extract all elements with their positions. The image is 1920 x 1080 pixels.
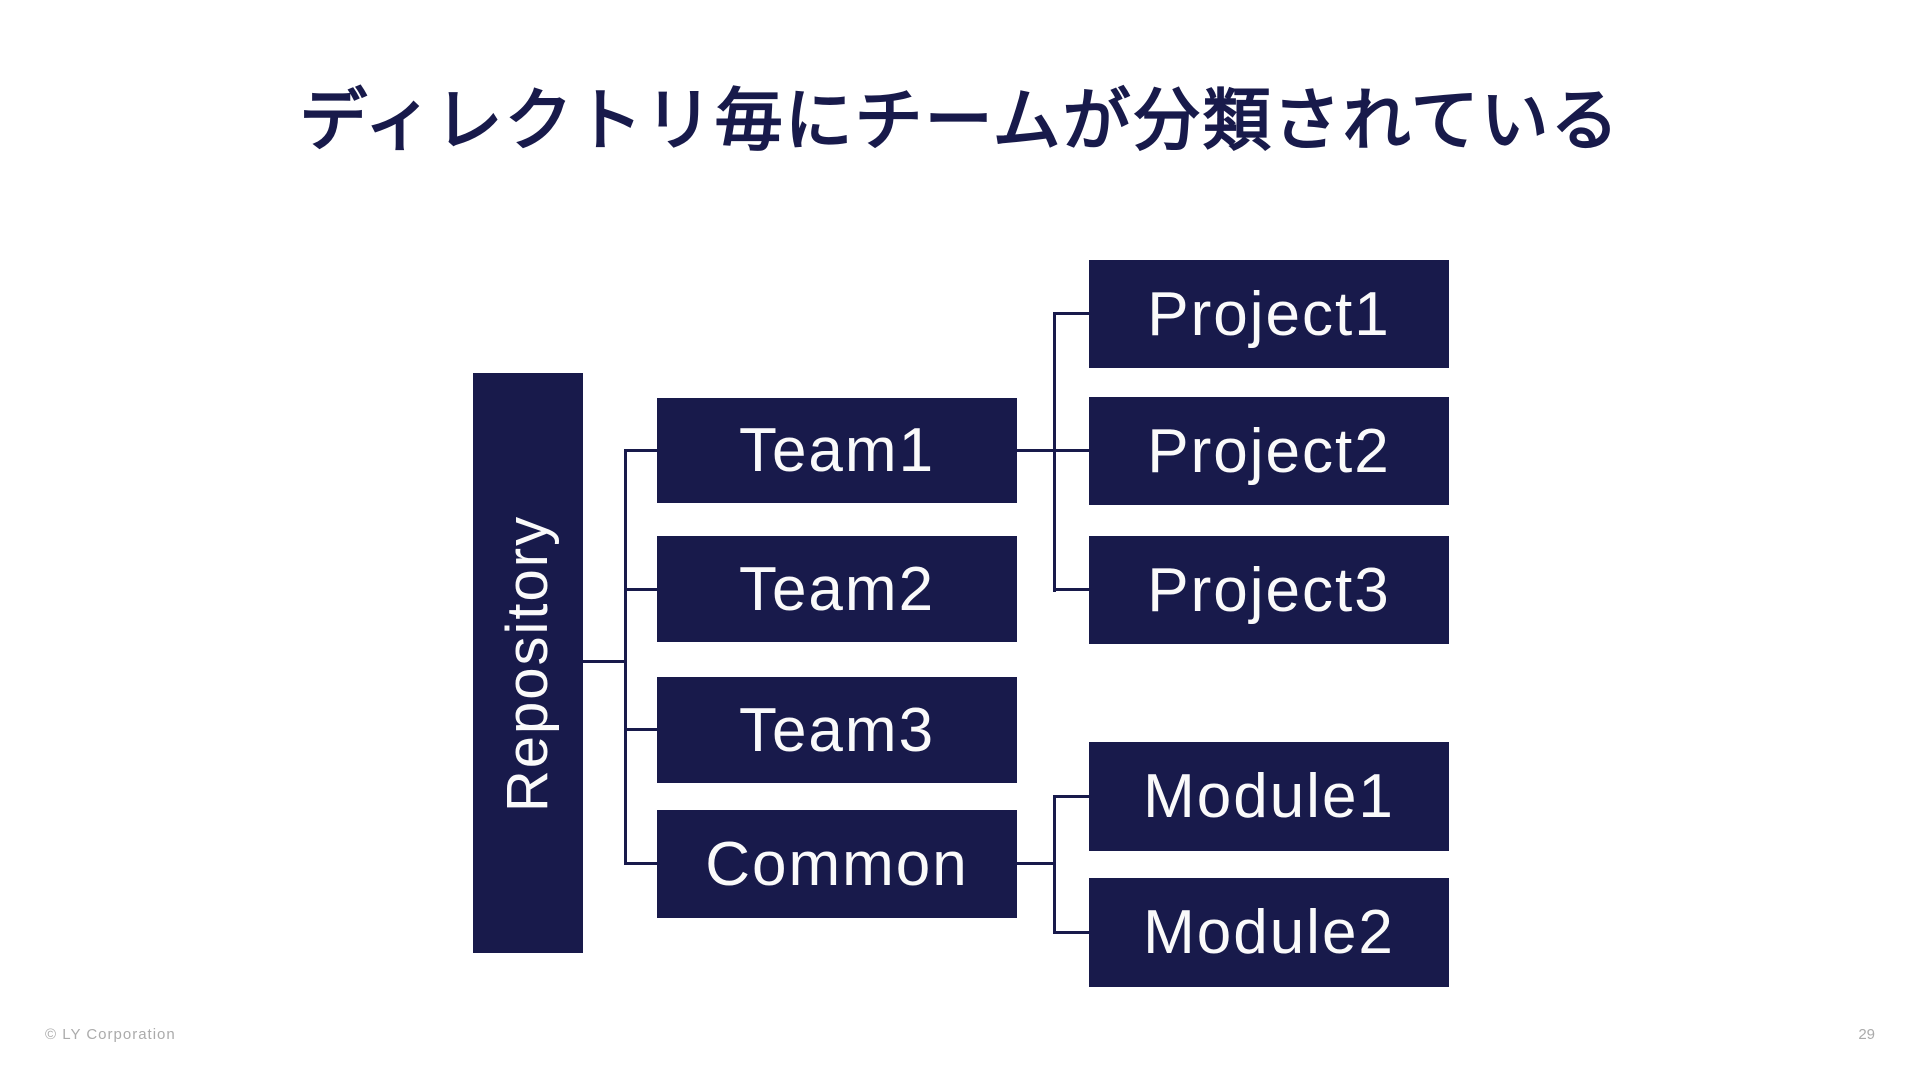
- node-team2-label: Team2: [738, 554, 936, 624]
- node-project1: Project1: [1089, 260, 1449, 368]
- connector-team2-stub: [624, 588, 657, 591]
- slide-title: ディレクトリ毎にチームが分類されている: [299, 83, 1621, 159]
- connector-common-out-stub: [1017, 862, 1053, 865]
- node-repository-label: Repository: [495, 514, 561, 812]
- node-team3: Team3: [657, 677, 1017, 783]
- node-team3-label: Team3: [738, 695, 936, 765]
- node-project3: Project3: [1089, 536, 1449, 644]
- node-project1-label: Project1: [1147, 279, 1391, 349]
- connector-common-stub: [624, 862, 657, 865]
- connector-project1-stub: [1053, 312, 1089, 315]
- node-module2: Module2: [1089, 878, 1449, 987]
- connector-team1-stub: [624, 449, 657, 452]
- connector-modules-trunk: [1053, 795, 1056, 934]
- connector-module1-stub: [1053, 795, 1089, 798]
- footer-copyright: © LY Corporation: [45, 1026, 176, 1043]
- connector-teams-trunk: [624, 449, 627, 865]
- node-module2-label: Module2: [1143, 898, 1395, 967]
- node-team1: Team1: [657, 398, 1017, 503]
- connector-project2-stub: [1053, 449, 1089, 452]
- node-module1: Module1: [1089, 742, 1449, 851]
- connector-team1-out-stub: [1017, 449, 1053, 452]
- node-common: Common: [657, 810, 1017, 918]
- node-common-label: Common: [705, 829, 969, 899]
- connector-repository-stub: [583, 660, 624, 663]
- connector-projects-trunk: [1053, 312, 1056, 592]
- node-project3-label: Project3: [1147, 555, 1391, 625]
- node-project2-label: Project2: [1147, 416, 1391, 486]
- connector-project3-stub: [1053, 588, 1089, 591]
- node-team2: Team2: [657, 536, 1017, 642]
- node-module1-label: Module1: [1143, 762, 1395, 831]
- node-repository: Repository: [473, 373, 583, 953]
- node-team1-label: Team1: [738, 416, 936, 485]
- footer-page-number: 29: [1858, 1026, 1875, 1043]
- connector-team3-stub: [624, 728, 657, 731]
- node-project2: Project2: [1089, 397, 1449, 505]
- connector-module2-stub: [1053, 931, 1089, 934]
